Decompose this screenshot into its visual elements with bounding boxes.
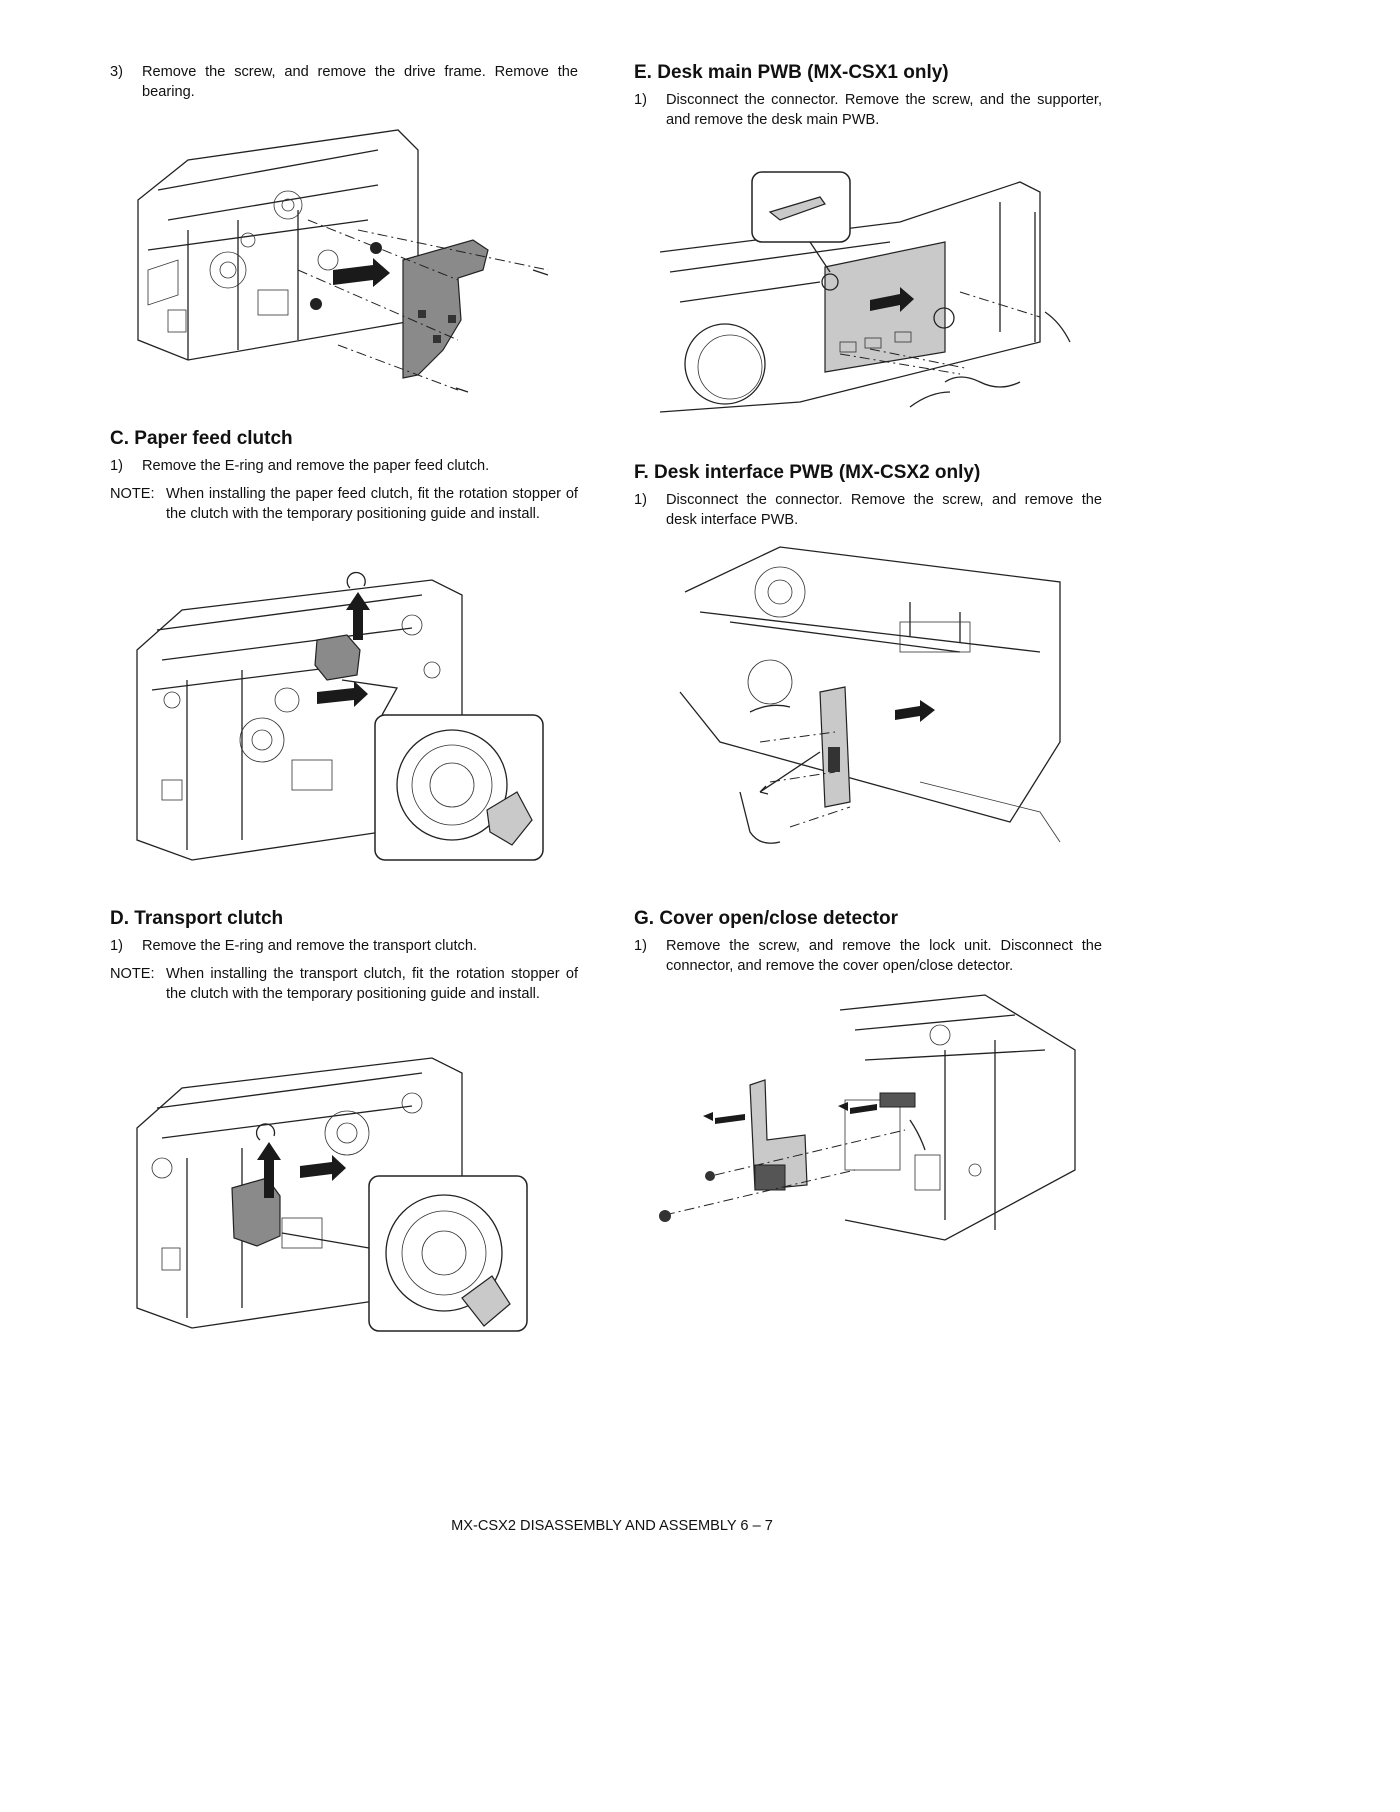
figure-cover-open-close-detector — [655, 990, 1085, 1258]
step-desk-main-pwb: 1) Disconnect the connector. Remove the … — [634, 92, 1102, 128]
step-paper-feed-clutch: 1) Remove the E-ring and remove the pape… — [110, 458, 490, 474]
note-transport-clutch: NOTE: When installing the transport clut… — [110, 966, 578, 1002]
heading-paper-feed-clutch: C. Paper feed clutch — [110, 428, 293, 449]
heading-transport-clutch: D. Transport clutch — [110, 908, 284, 929]
figure-transport-clutch — [132, 1048, 552, 1338]
step-drive-frame: 3) Remove the screw, and remove the driv… — [110, 64, 578, 100]
note-paper-feed-clutch: NOTE: When installing the paper feed clu… — [110, 486, 578, 522]
heading-cover-open-close-detector: G. Cover open/close detector — [634, 908, 898, 929]
figure-paper-feed-clutch — [132, 570, 554, 870]
heading-desk-main-pwb: E. Desk main PWB (MX-CSX1 only) — [634, 62, 949, 83]
step-cover-open-close-detector: 1) Remove the screw, and remove the lock… — [634, 938, 1102, 974]
figure-desk-interface-pwb — [660, 542, 1072, 880]
step-transport-clutch: 1) Remove the E-ring and remove the tran… — [110, 938, 478, 954]
figure-drive-frame — [128, 120, 568, 410]
page-footer: MX-CSX2 DISASSEMBLY AND ASSEMBLY 6 – 7 — [451, 1518, 773, 1534]
heading-desk-interface-pwb: F. Desk interface PWB (MX-CSX2 only) — [634, 462, 981, 483]
step-desk-interface-pwb: 1) Disconnect the connector. Remove the … — [634, 492, 1102, 528]
figure-desk-main-pwb — [660, 142, 1072, 438]
